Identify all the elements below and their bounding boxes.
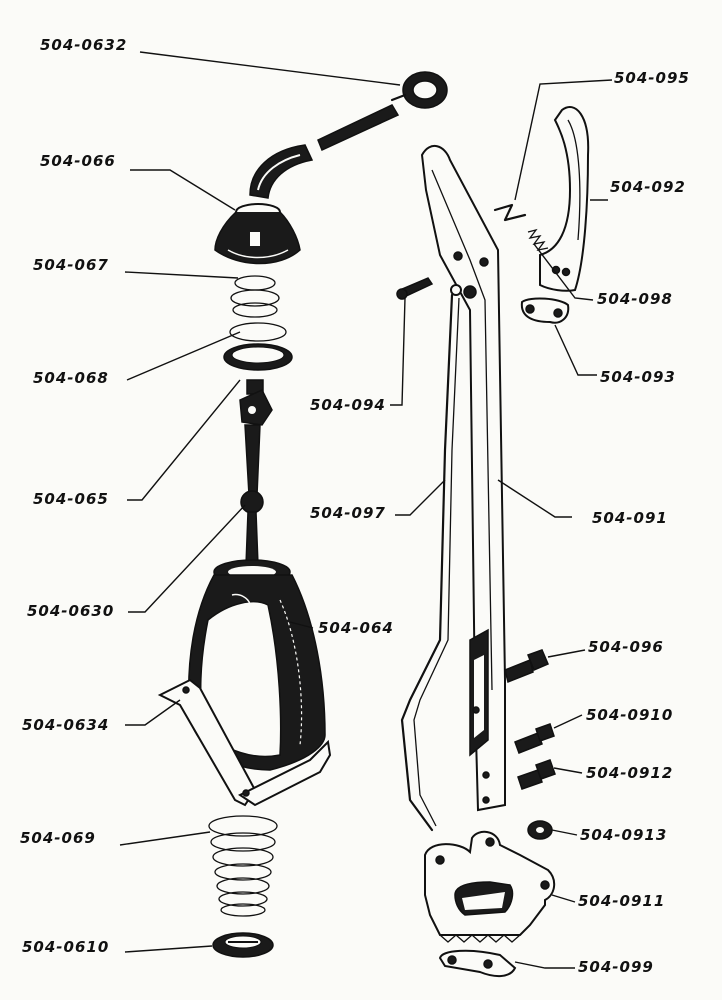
label-504-0632: 504-0632 <box>40 36 127 54</box>
part-cap-0610 <box>212 932 274 958</box>
label-504-091: 504-091 <box>592 509 668 527</box>
label-504-066: 504-066 <box>40 152 116 170</box>
part-washer-0913 <box>527 820 553 840</box>
part-housing-064 <box>187 559 326 771</box>
label-504-067: 504-067 <box>33 256 109 274</box>
part-ratchet-0911 <box>424 830 556 943</box>
part-washers-068 <box>223 322 293 371</box>
label-504-0610: 504-0610 <box>22 938 109 956</box>
label-504-0913: 504-0913 <box>580 826 667 844</box>
part-bolt-0912 <box>517 759 556 790</box>
part-plate-093 <box>520 297 570 324</box>
part-main-lever-091 <box>420 145 506 812</box>
part-labels: 504-0632 504-066 504-067 504-068 504-065… <box>20 36 690 976</box>
label-504-093: 504-093 <box>600 368 676 386</box>
label-504-092: 504-092 <box>610 178 686 196</box>
label-504-0912: 504-0912 <box>586 764 673 782</box>
part-bolt-0910 <box>514 723 555 754</box>
part-cup-066 <box>214 203 301 265</box>
label-504-064: 504-064 <box>318 619 394 637</box>
part-knob-0632 <box>390 71 448 109</box>
label-504-065: 504-065 <box>33 490 109 508</box>
label-504-099: 504-099 <box>578 958 654 976</box>
part-pin-095 <box>493 203 527 222</box>
label-504-0634: 504-0634 <box>22 716 109 734</box>
label-504-0910: 504-0910 <box>586 706 673 724</box>
part-pull-rod-097 <box>400 284 462 832</box>
part-spring-098 <box>527 228 549 251</box>
part-lever-rod <box>249 104 400 199</box>
part-rings-067 <box>230 275 280 318</box>
label-504-0911: 504-0911 <box>578 892 665 910</box>
label-504-068: 504-068 <box>33 369 109 387</box>
label-504-097: 504-097 <box>310 504 386 522</box>
leader-lines <box>119 51 613 969</box>
label-504-095: 504-095 <box>614 69 690 87</box>
part-bracket-0634 <box>157 678 332 807</box>
part-lever-lower-065 <box>239 379 273 566</box>
label-504-069: 504-069 <box>20 829 96 847</box>
part-spring-069 <box>208 815 278 917</box>
label-504-098: 504-098 <box>597 290 673 308</box>
part-bolt-096 <box>504 649 549 684</box>
label-504-0630: 504-0630 <box>27 602 114 620</box>
part-trigger-092 <box>539 106 590 292</box>
label-504-096: 504-096 <box>588 638 664 656</box>
label-504-094: 504-094 <box>310 396 386 414</box>
part-screw-094 <box>396 277 434 300</box>
part-pawl-099 <box>438 949 517 978</box>
